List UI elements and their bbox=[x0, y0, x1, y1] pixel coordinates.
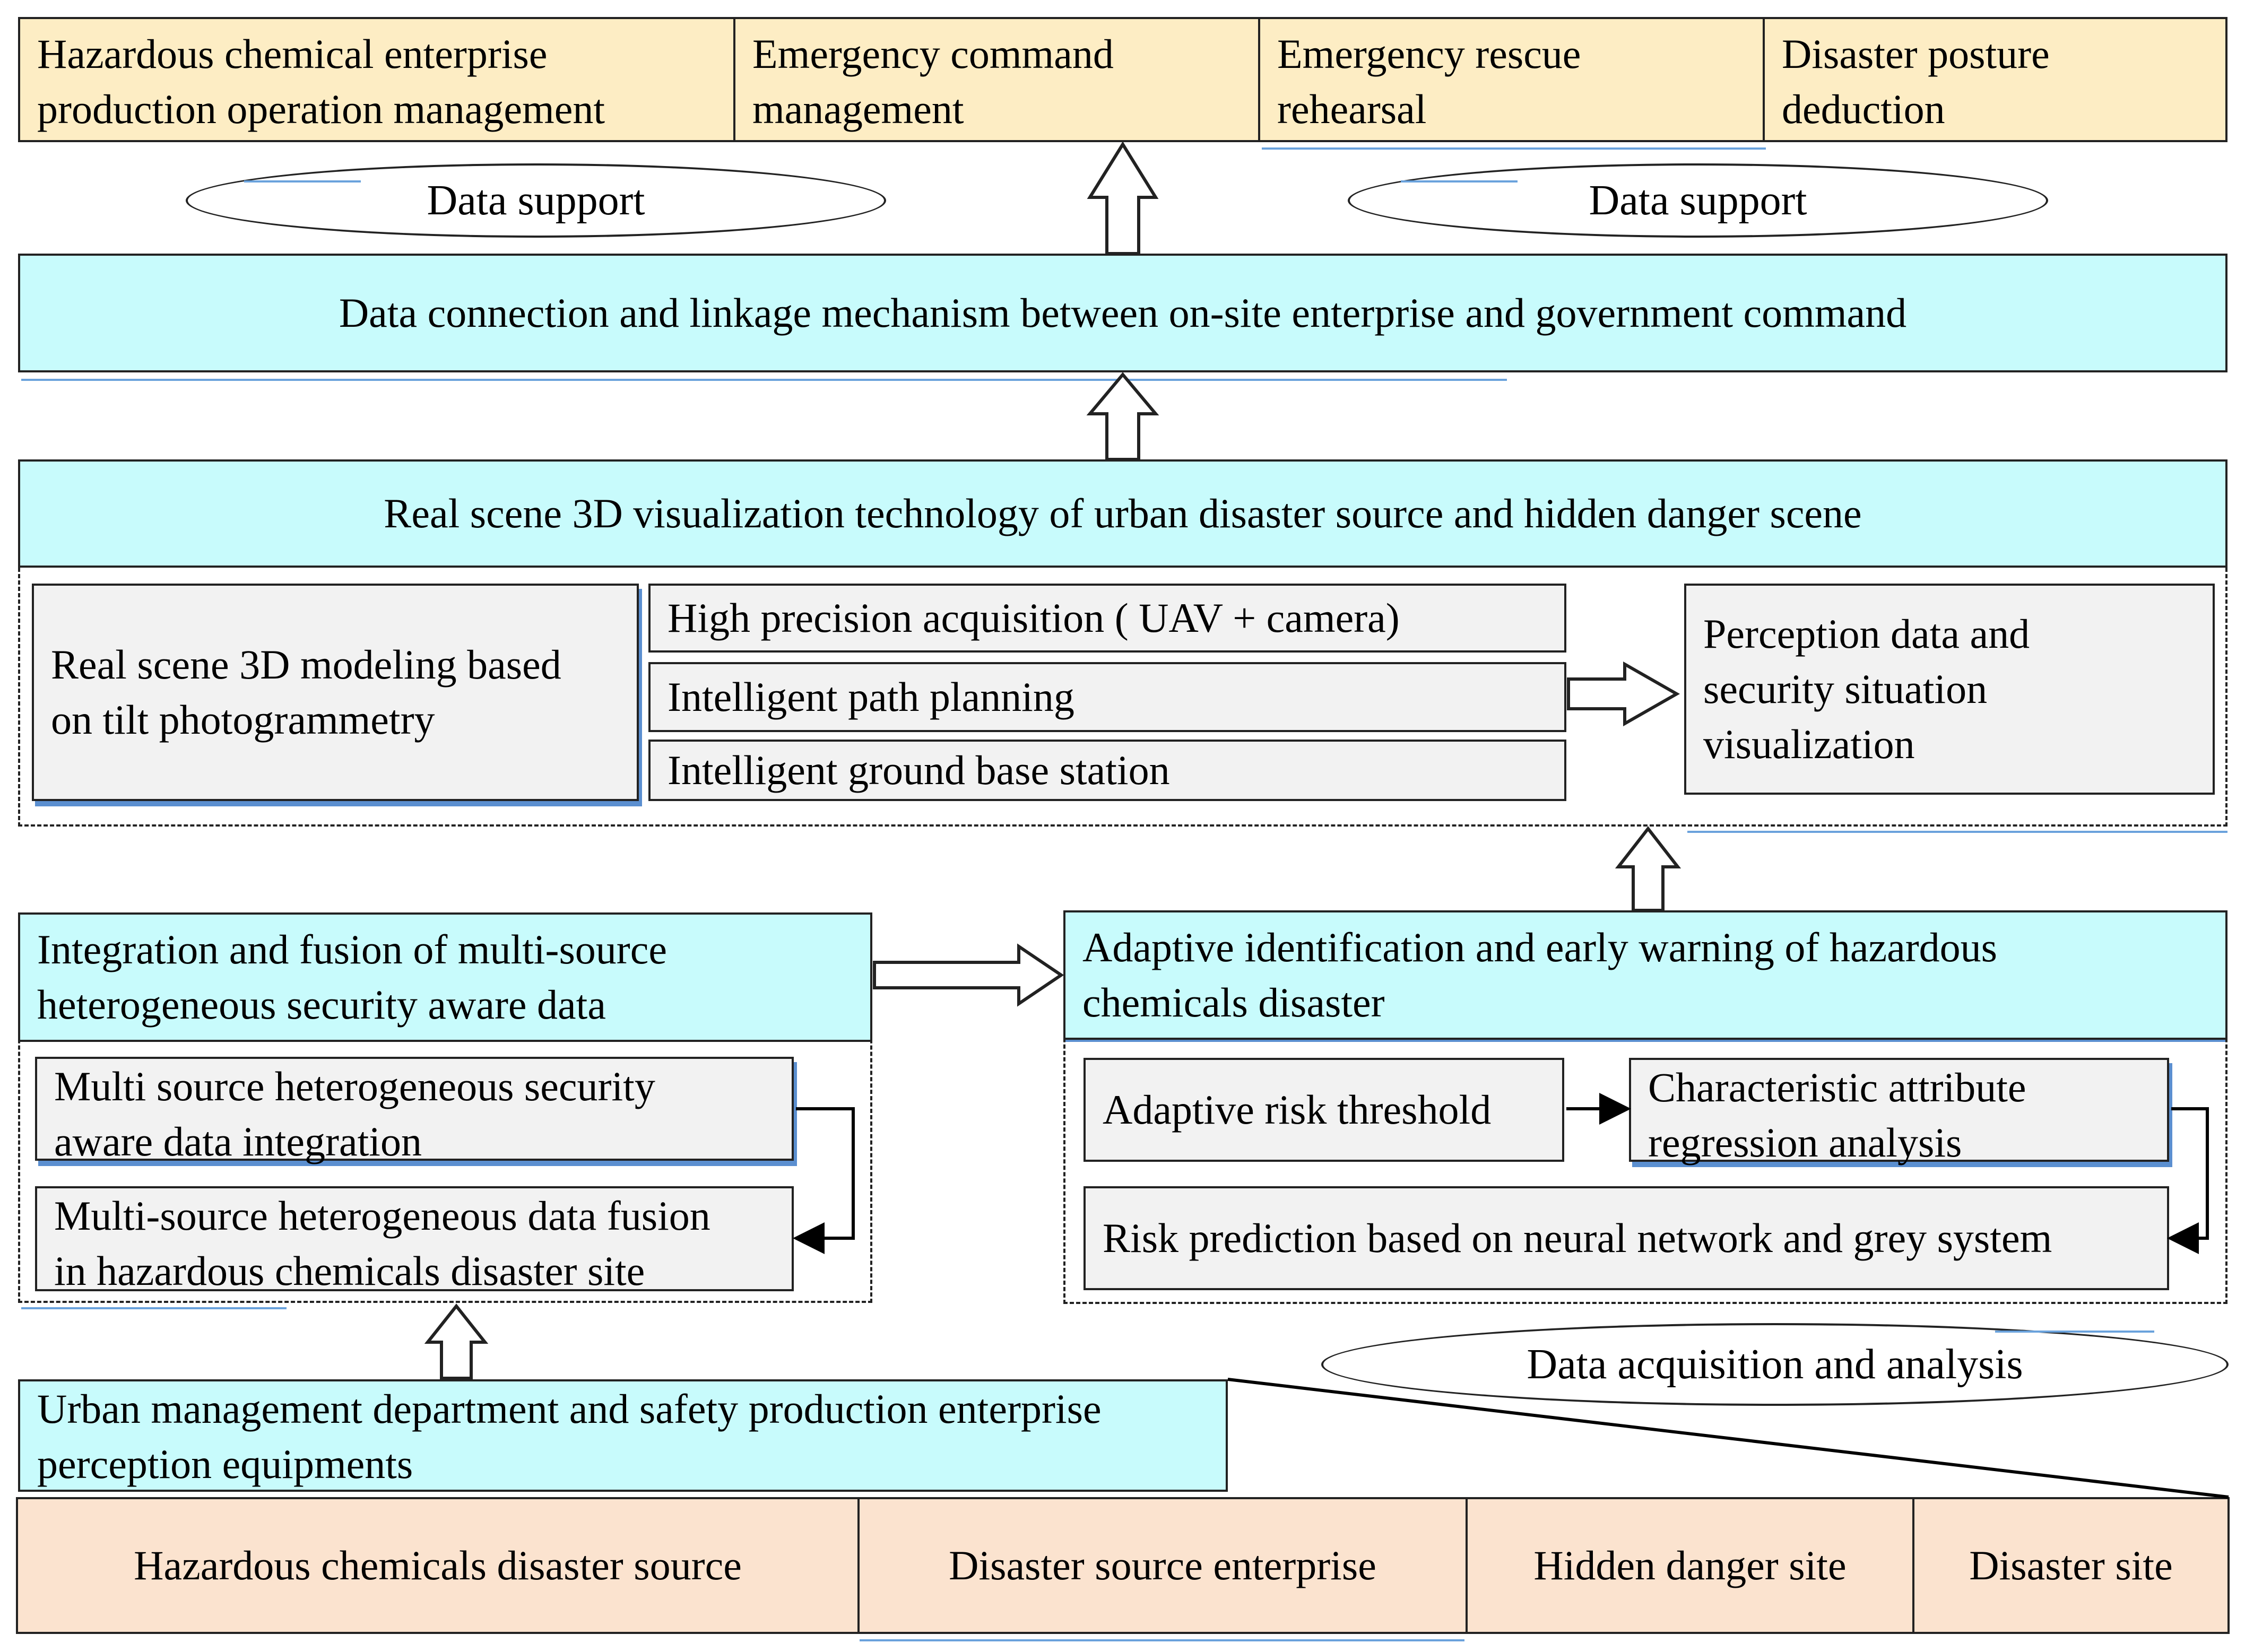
top-box-3-line2: rehearsal bbox=[1277, 86, 1427, 132]
bottom-underline bbox=[860, 1639, 1464, 1641]
integration-title-line1: Integration and fusion of multi-source bbox=[37, 926, 668, 972]
bottom-box-disaster-source: Hazardous chemicals disaster source bbox=[16, 1497, 860, 1634]
regression-box: Characteristic attribute regression anal… bbox=[1629, 1058, 2169, 1166]
urban-diagonal-line bbox=[1227, 1378, 2229, 1499]
base-station-box: Intelligent ground base station bbox=[648, 740, 1566, 801]
data-support-left-label: Data support bbox=[427, 177, 645, 224]
top-box-2-line2: management bbox=[752, 86, 964, 132]
linkage-mechanism-box: Data connection and linkage mechanism be… bbox=[18, 254, 2227, 372]
urban-management-line1: Urban management department and safety p… bbox=[37, 1386, 1102, 1432]
top-underline bbox=[1262, 147, 1766, 150]
top-box-4-line1: Disaster posture bbox=[1782, 31, 2050, 77]
regression-line1: Characteristic attribute bbox=[1648, 1064, 2026, 1110]
top-box-posture-deduction: Disaster posture deduction bbox=[1763, 17, 2227, 142]
integration-title-box: Integration and fusion of multi-source h… bbox=[18, 912, 872, 1042]
integration-bracket-arrow bbox=[793, 1107, 855, 1254]
up-arrow-to-visualization bbox=[1615, 826, 1681, 912]
urban-management-box: Urban management department and safety p… bbox=[18, 1379, 1228, 1492]
data-support-right-ellipse: Data support bbox=[1348, 163, 2048, 238]
top-box-1-line2: production operation management bbox=[37, 86, 605, 132]
up-arrow-to-integration bbox=[424, 1303, 489, 1380]
integration-item-1-box: Multi source heterogeneous security awar… bbox=[35, 1057, 794, 1164]
acquisition-box: High precision acquisition ( UAV + camer… bbox=[648, 584, 1566, 653]
warning-title-line1: Adaptive identification and early warnin… bbox=[1082, 924, 1998, 970]
modeling-line2: on tilt photogrammetry bbox=[51, 697, 435, 743]
integration-bottom-accent bbox=[21, 1307, 287, 1309]
integration-item-2-line1: Multi-source heterogeneous data fusion bbox=[54, 1193, 710, 1239]
ellipse-right-accent bbox=[1401, 180, 1518, 182]
modeling-box: Real scene 3D modeling based on tilt pho… bbox=[32, 584, 639, 801]
bottom-box-2-label: Disaster source enterprise bbox=[949, 1542, 1376, 1588]
top-box-2-line1: Emergency command bbox=[752, 31, 1114, 77]
integration-item-2-line2: in hazardous chemicals disaster site bbox=[54, 1248, 645, 1294]
risk-threshold-label: Adaptive risk threshold bbox=[1103, 1086, 1492, 1133]
acquisition-label: High precision acquisition ( UAV + camer… bbox=[668, 595, 1400, 641]
linkage-mechanism-label: Data connection and linkage mechanism be… bbox=[339, 290, 1907, 336]
bottom-box-hidden-danger: Hidden danger site bbox=[1466, 1497, 1914, 1634]
urban-management-line2: perception equipments bbox=[37, 1441, 413, 1487]
regression-bracket-arrow bbox=[2167, 1107, 2209, 1254]
bottom-box-3-label: Hidden danger site bbox=[1533, 1542, 1847, 1588]
bottom-box-source-enterprise: Disaster source enterprise bbox=[857, 1497, 1468, 1634]
integration-item-1-line2: aware data integration bbox=[54, 1118, 422, 1164]
right-arrow-to-perception bbox=[1567, 661, 1680, 727]
integration-title-line2: heterogeneous security aware data bbox=[37, 981, 606, 1028]
bottom-box-1-label: Hazardous chemicals disaster source bbox=[134, 1542, 742, 1588]
risk-threshold-box: Adaptive risk threshold bbox=[1084, 1058, 1564, 1162]
modeling-line1: Real scene 3D modeling based bbox=[51, 641, 561, 688]
perception-box: Perception data and security situation v… bbox=[1684, 584, 2215, 795]
path-planning-label: Intelligent path planning bbox=[668, 674, 1074, 720]
base-station-label: Intelligent ground base station bbox=[668, 747, 1170, 793]
top-box-1-line1: Hazardous chemical enterprise bbox=[37, 31, 548, 77]
top-box-3-line1: Emergency rescue bbox=[1277, 31, 1581, 77]
data-acquisition-label: Data acquisition and analysis bbox=[1527, 1341, 2023, 1388]
path-planning-box: Intelligent path planning bbox=[648, 662, 1566, 732]
bottom-box-disaster-site: Disaster site bbox=[1912, 1497, 2230, 1634]
top-box-rescue-rehearsal: Emergency rescue rehearsal bbox=[1258, 17, 1765, 142]
data-support-left-ellipse: Data support bbox=[186, 163, 886, 238]
acquisition-accent bbox=[1995, 1331, 2154, 1333]
ellipse-left-accent bbox=[244, 180, 361, 182]
risk-prediction-label: Risk prediction based on neural network … bbox=[1103, 1215, 2052, 1261]
visualization-title: Real scene 3D visualization technology o… bbox=[384, 490, 1862, 536]
warning-title-line2: chemicals disaster bbox=[1082, 979, 1385, 1025]
data-acquisition-ellipse: Data acquisition and analysis bbox=[1321, 1323, 2229, 1406]
regression-line2: regression analysis bbox=[1648, 1119, 1962, 1166]
right-arrow-to-warning bbox=[873, 943, 1064, 1007]
up-arrow-to-top-row bbox=[1087, 141, 1159, 255]
visualization-bottom-accent bbox=[1687, 831, 2227, 833]
perception-line1: Perception data and bbox=[1703, 611, 2030, 657]
linkage-underline bbox=[21, 379, 1507, 381]
top-box-production-management: Hazardous chemical enterprise production… bbox=[18, 17, 735, 142]
perception-line3: visualization bbox=[1703, 721, 1915, 767]
perception-line2: security situation bbox=[1703, 666, 1988, 712]
up-arrow-to-linkage bbox=[1086, 372, 1159, 461]
risk-prediction-box: Risk prediction based on neural network … bbox=[1084, 1186, 2169, 1290]
integration-item-2-box: Multi-source heterogeneous data fusion i… bbox=[35, 1186, 794, 1294]
warning-title-box: Adaptive identification and early warnin… bbox=[1063, 910, 2227, 1040]
data-support-right-label: Data support bbox=[1589, 177, 1807, 224]
bottom-box-4-label: Disaster site bbox=[1969, 1542, 2173, 1588]
integration-item-1-line1: Multi source heterogeneous security bbox=[54, 1063, 655, 1109]
top-box-4-line2: deduction bbox=[1782, 86, 1945, 132]
